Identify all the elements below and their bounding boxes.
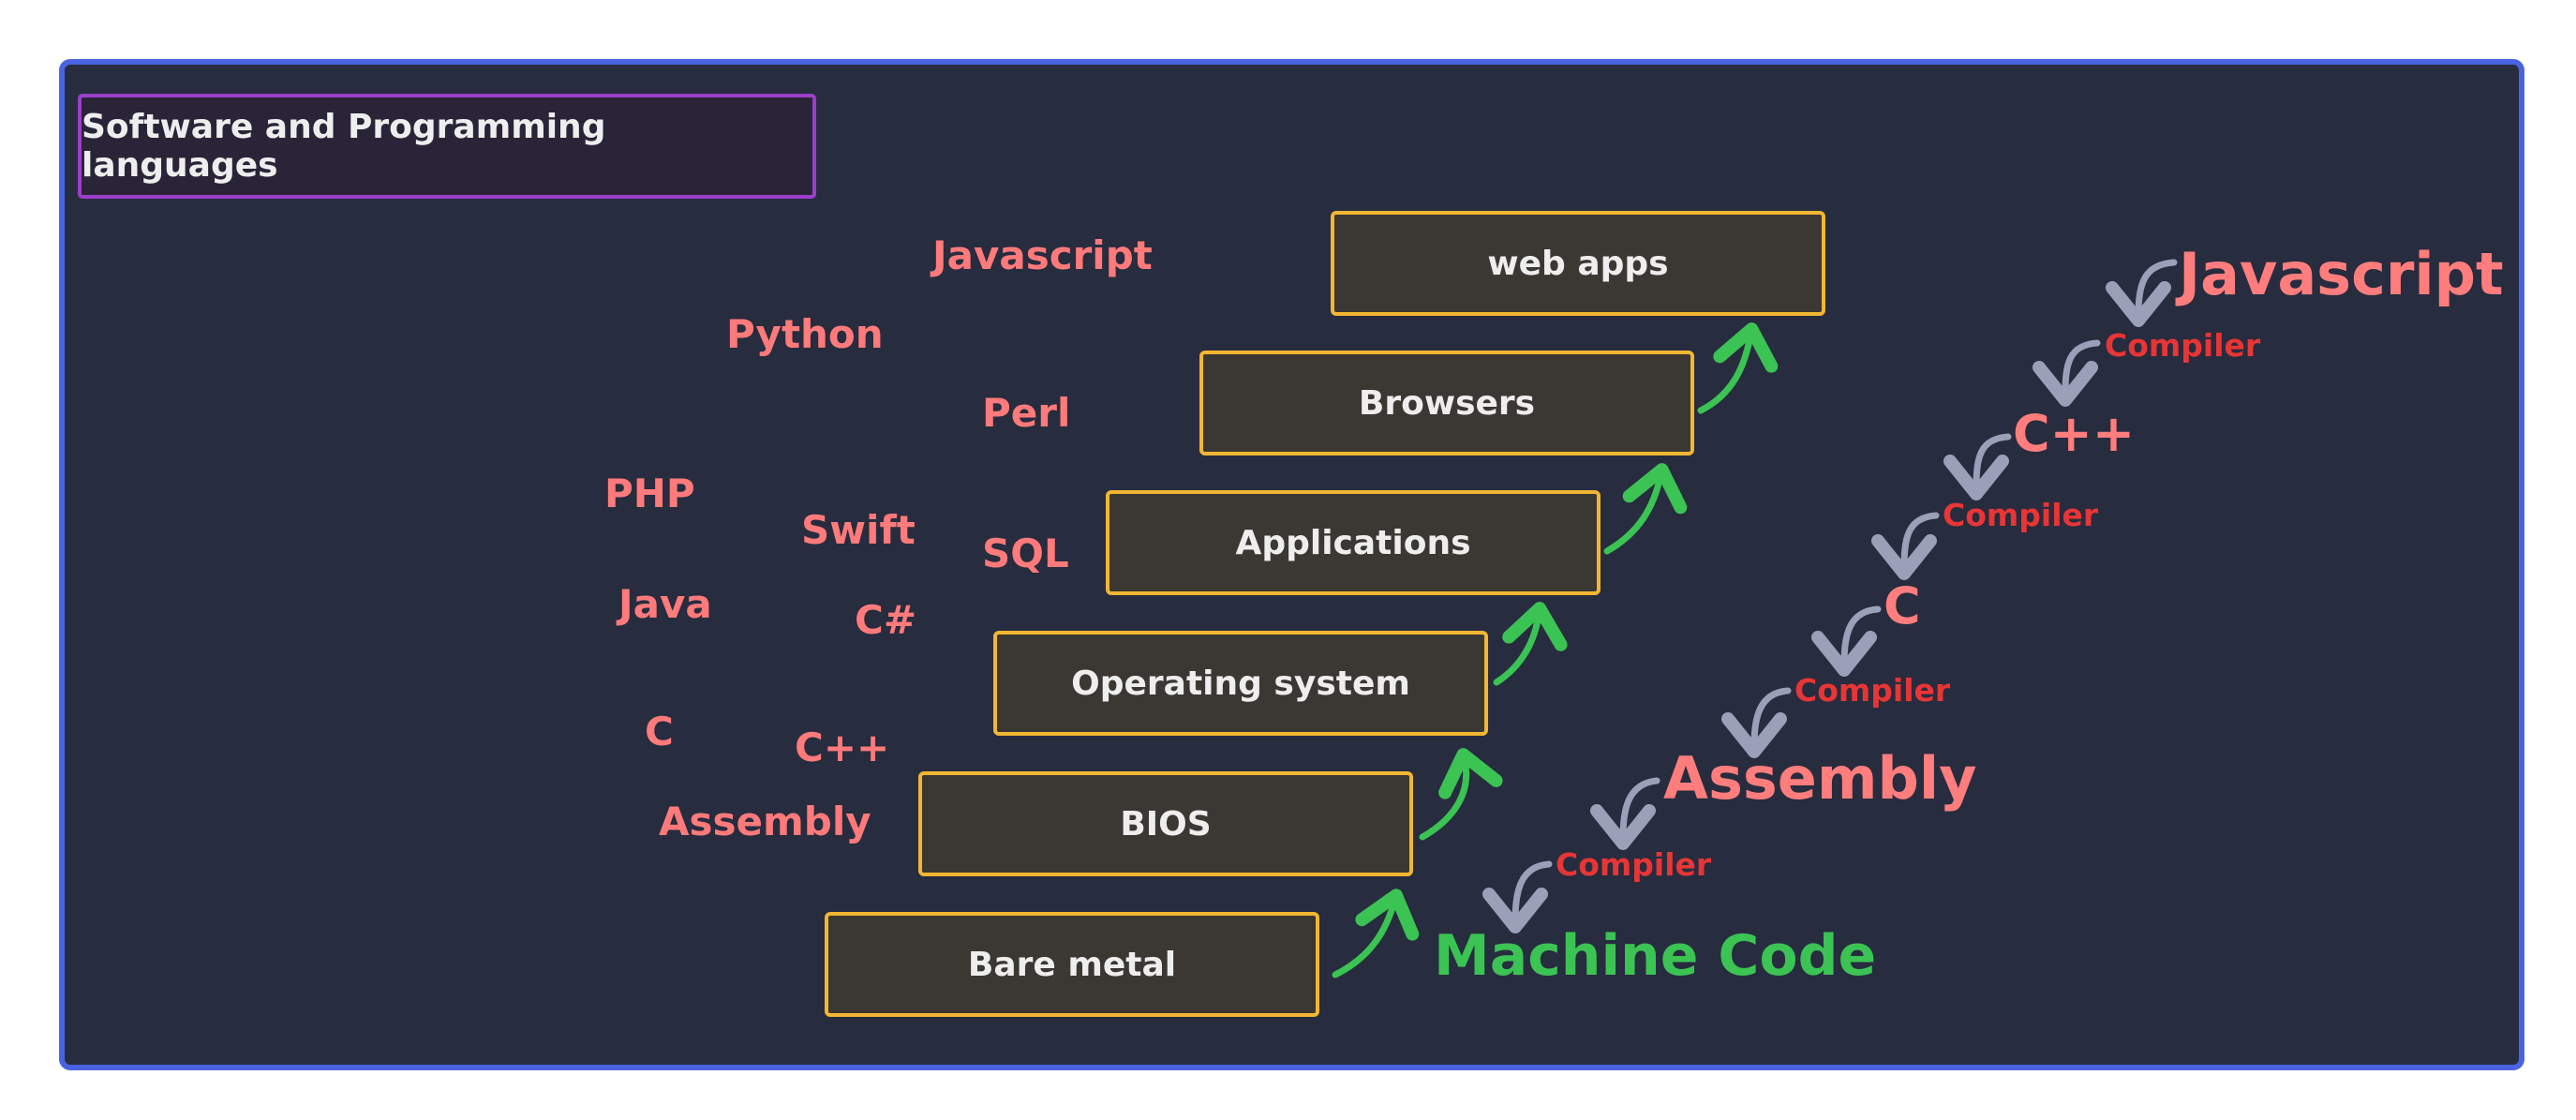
curved-arrow-up-icon <box>1332 889 1420 978</box>
curved-arrow-up-icon <box>1603 463 1688 555</box>
curved-arrow-down-icon <box>2033 339 2101 407</box>
language-swift: Swift <box>801 507 916 553</box>
chain-compiler-3: Compiler <box>1794 672 1951 709</box>
chain-compiler-2: Compiler <box>1943 497 2099 533</box>
chain-compiler-4: Compiler <box>1556 846 1712 883</box>
layer-label: BIOS <box>1120 804 1212 844</box>
language-c: C <box>645 709 674 754</box>
layer-bios: BIOS <box>918 771 1413 876</box>
language-cpp: C++ <box>795 724 890 770</box>
chain-c: C <box>1884 576 1921 635</box>
curved-arrow-down-icon <box>2106 259 2178 327</box>
curved-arrow-up-icon <box>1493 602 1568 686</box>
language-perl: Perl <box>982 390 1071 436</box>
layer-browsers: Browsers <box>1199 351 1694 455</box>
language-sql: SQL <box>982 530 1069 576</box>
layer-label: Browsers <box>1358 383 1536 423</box>
layer-web-apps: web apps <box>1331 211 1825 316</box>
diagram-title-text: Software and Programming languages <box>82 108 606 185</box>
layer-bare-metal: Bare metal <box>825 912 1319 1017</box>
language-java: Java <box>618 581 712 627</box>
chain-machine-code: Machine Code <box>1434 923 1877 989</box>
curved-arrow-down-icon <box>1721 687 1792 758</box>
language-csharp: C# <box>855 597 917 643</box>
language-python: Python <box>726 311 884 357</box>
layer-applications: Applications <box>1106 490 1601 595</box>
chain-assembly: Assembly <box>1663 744 1977 813</box>
chain-compiler-1: Compiler <box>2105 327 2261 364</box>
layer-label: Applications <box>1235 523 1471 562</box>
language-javascript: Javascript <box>932 232 1153 278</box>
curved-arrow-down-icon <box>1482 860 1553 933</box>
diagram-title: Software and Programming languages <box>78 94 816 199</box>
curved-arrow-down-icon <box>1811 605 1882 677</box>
layer-operating-system: Operating system <box>993 631 1488 736</box>
curved-arrow-up-icon <box>1697 322 1779 414</box>
curved-arrow-down-icon <box>1871 512 1940 580</box>
curved-arrow-up-icon <box>1419 748 1503 841</box>
language-assembly: Assembly <box>659 799 871 844</box>
chain-cpp: C++ <box>2013 404 2136 463</box>
layer-label: Operating system <box>1071 664 1410 703</box>
layer-label: Bare metal <box>967 945 1177 984</box>
curved-arrow-down-icon <box>1590 777 1660 850</box>
chain-javascript: Javascript <box>2179 240 2504 308</box>
curved-arrow-down-icon <box>1943 433 2012 500</box>
layer-label: web apps <box>1487 244 1669 283</box>
language-php: PHP <box>604 470 695 516</box>
